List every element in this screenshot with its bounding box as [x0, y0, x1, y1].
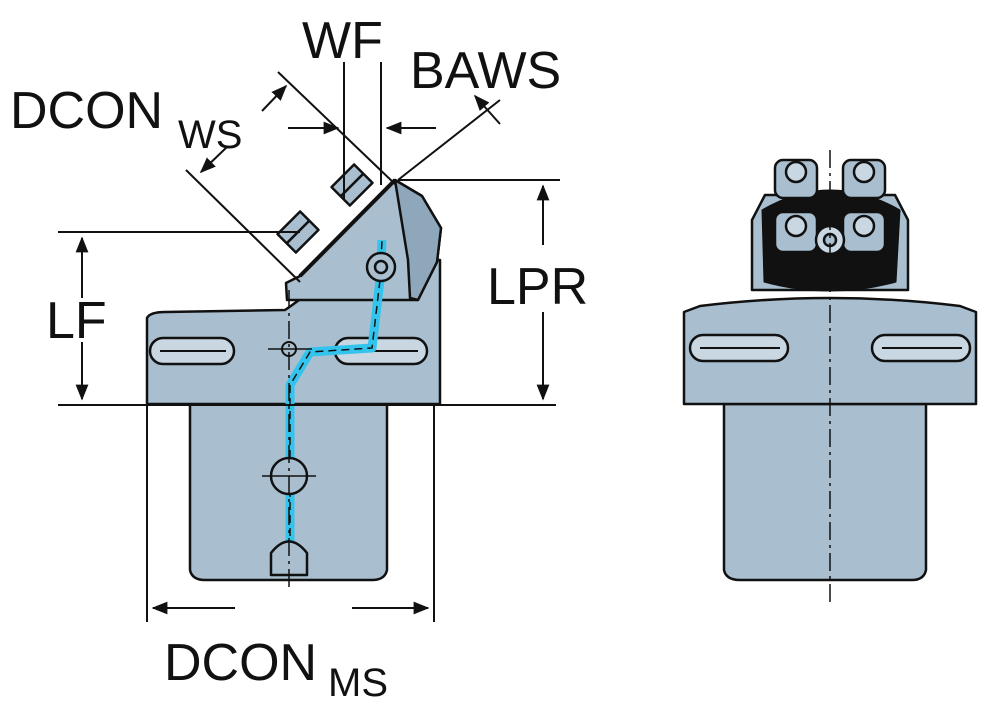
front-shank — [722, 402, 928, 582]
dcon-ws-label: DCON WS — [10, 82, 242, 157]
lf-label: LF — [46, 292, 107, 350]
baws-line — [397, 99, 501, 181]
coolant-nozzle — [365, 251, 397, 283]
dcon-ws-dim-line — [199, 145, 229, 174]
head-face — [393, 178, 443, 302]
baws-label: BAWS — [410, 42, 561, 100]
front-view — [682, 150, 978, 605]
screw-upper — [330, 163, 374, 207]
side-view — [145, 163, 443, 590]
dcon-ms-label: DCON MS — [164, 634, 388, 705]
dcon-ws-label-sub: WS — [178, 113, 242, 157]
port-bottom — [269, 540, 309, 577]
dimension-lines — [58, 62, 560, 622]
dcon-ws-label-main: DCON — [10, 82, 163, 140]
screw-heads — [773, 158, 887, 256]
wf-label: WF — [302, 12, 383, 70]
dcon-ms-label-sub: MS — [328, 661, 388, 705]
dcon-ms-label-main: DCON — [164, 634, 317, 692]
lpr-label: LPR — [487, 258, 588, 316]
